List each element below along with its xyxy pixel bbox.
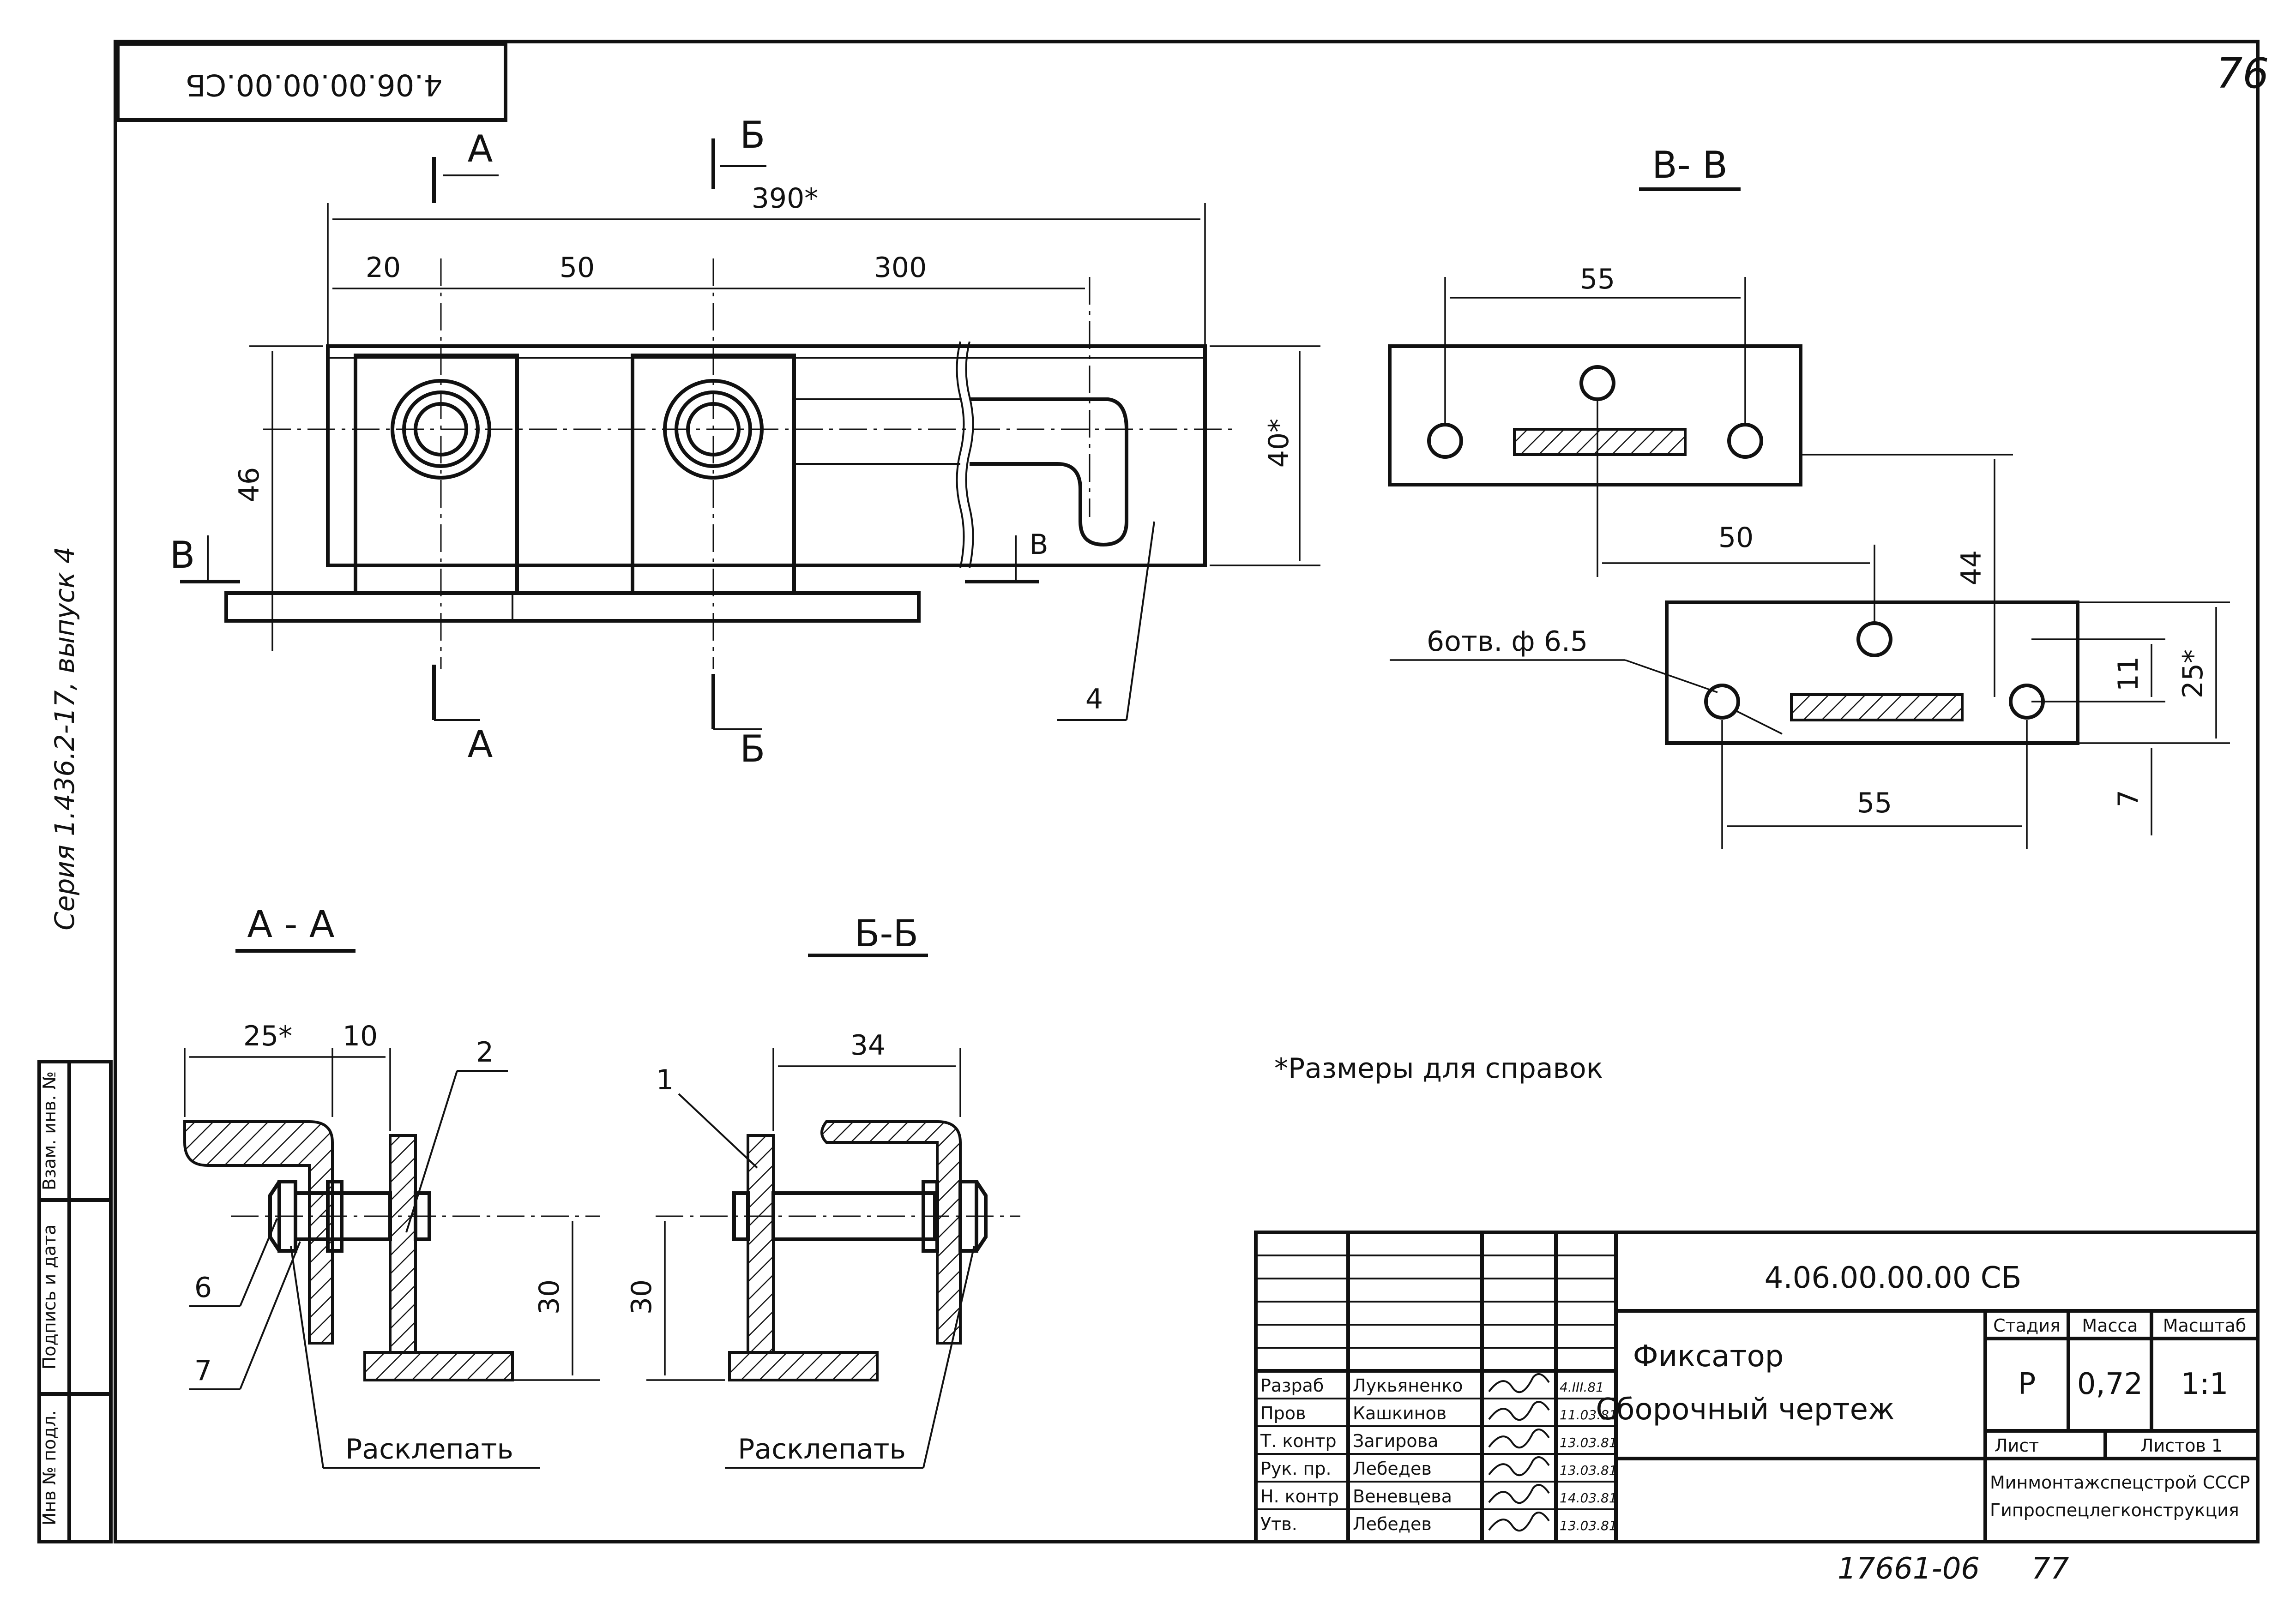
- stamp-label-sign: Подпись и дата: [39, 1225, 60, 1370]
- tb-row-4: Н. контр Веневцева 14.03.81: [1260, 1486, 1617, 1507]
- tb-person: Загирова: [1353, 1431, 1438, 1451]
- cut-marker-b-top: Б: [740, 114, 765, 156]
- tb-date: 13.03.81: [1560, 1435, 1617, 1450]
- cut-marker-a-bottom: А: [468, 723, 493, 766]
- aa-note-rivet: Расклепать: [345, 1433, 513, 1465]
- cut-marker-v-right: В: [1029, 528, 1048, 561]
- tb-date: 4.III.81: [1560, 1380, 1604, 1395]
- vv-dim-50: 50: [1718, 522, 1754, 554]
- bb-dim-34: 34: [850, 1029, 886, 1062]
- bottom-page-number: 77: [2031, 1552, 2069, 1586]
- tb-role: Т. контр: [1260, 1431, 1337, 1451]
- tb-person: Веневцева: [1353, 1486, 1452, 1507]
- side-stamp: Инв № подл. Подпись и дата Взам. инв. №: [37, 1060, 113, 1543]
- tb-stage: Р: [2018, 1367, 2036, 1401]
- tb-date: 11.03.81: [1560, 1407, 1617, 1423]
- dim-300: 300: [874, 252, 927, 284]
- rotated-code-box: 4.06.00.00.00.СБ: [116, 42, 507, 122]
- tb-role: Н. контр: [1260, 1486, 1339, 1507]
- tb-row-5: Утв. Лебедев 13.03.81: [1260, 1514, 1617, 1534]
- tb-date: 14.03.81: [1560, 1490, 1617, 1506]
- dim-total-length: 390*: [752, 182, 819, 215]
- bb-note-rivet: Расклепать: [738, 1433, 906, 1465]
- bb-leader-1: 1: [656, 1064, 674, 1096]
- tb-role: Разраб: [1260, 1375, 1324, 1396]
- signature-marks: [1488, 1373, 1550, 1532]
- section-aa-title: А - А: [247, 903, 334, 946]
- section-bb-title: Б-Б: [855, 912, 919, 955]
- tb-date: 13.03.81: [1560, 1463, 1617, 1478]
- sheet-number: 76: [2216, 49, 2269, 98]
- bottom-archive-code: 17661-06: [1838, 1552, 1980, 1586]
- stamp-label-replace: Взам. инв. №: [39, 1071, 60, 1190]
- tb-role: Рук. пр.: [1260, 1459, 1332, 1479]
- tb-mass: 0,72: [2077, 1367, 2143, 1401]
- tb-scale-label: Масштаб: [2163, 1315, 2247, 1336]
- section-vv: В- В 55 50 44 6отв. ф 6.5 11 7: [1388, 144, 2230, 849]
- tb-subtitle: Сборочный чертеж: [1596, 1393, 1894, 1427]
- tb-date: 13.03.81: [1560, 1518, 1617, 1533]
- reference-dims-note: *Размеры для справок: [1274, 1052, 1603, 1085]
- cut-marker-v-left: В: [170, 534, 195, 576]
- aa-leader-6: 6: [194, 1272, 212, 1304]
- tb-sheets-label: Листов 1: [2140, 1435, 2223, 1456]
- bb-dim-30: 30: [626, 1279, 658, 1315]
- tb-org-1: Минмонтажспецстрой СССР: [1990, 1472, 2250, 1493]
- vv-dim-55-bottom: 55: [1857, 787, 1892, 819]
- aa-dim-30: 30: [533, 1279, 566, 1315]
- section-aa: А - А 25* 10 30 2 6 7 Расклепа: [183, 903, 600, 1469]
- vv-dim-7: 7: [2112, 790, 2145, 807]
- leader-4: 4: [1085, 683, 1103, 715]
- title-block: 4.06.00.00.00 СБ Фиксатор Сборочный черт…: [1254, 1231, 2260, 1543]
- tb-person: Кашкинов: [1353, 1403, 1446, 1423]
- cut-marker-b-bottom: Б: [740, 727, 765, 770]
- tb-scale: 1:1: [2181, 1367, 2229, 1401]
- tb-row-2: Т. контр Загирова 13.03.81: [1260, 1431, 1617, 1451]
- cut-marker-a-top: А: [468, 127, 493, 170]
- aa-leader-7: 7: [194, 1355, 212, 1387]
- aa-dim-10: 10: [343, 1020, 378, 1052]
- dim-50: 50: [560, 252, 595, 284]
- vv-dim-55-top: 55: [1580, 263, 1615, 295]
- tb-sheet-label: Лист: [1995, 1435, 2039, 1456]
- tb-row-3: Рук. пр. Лебедев 13.03.81: [1260, 1459, 1617, 1479]
- tb-person: Лебедев: [1353, 1514, 1432, 1534]
- tb-name: Фиксатор: [1633, 1339, 1784, 1374]
- front-view: 390* 20 50 300 46 40* А А Б Б В В 4: [170, 114, 1320, 770]
- vv-dim-25: 25*: [2177, 649, 2209, 698]
- tb-role: Утв.: [1260, 1514, 1297, 1534]
- tb-role: Пров: [1260, 1403, 1306, 1423]
- tb-row-0: Разраб Лукьяненко 4.III.81: [1260, 1375, 1604, 1396]
- tb-row-1: Пров Кашкинов 11.03.81: [1260, 1403, 1617, 1423]
- rotated-doc-code: 4.06.00.00.00.СБ: [186, 67, 443, 102]
- tb-stage-label: Стадия: [1993, 1315, 2061, 1336]
- dim-20: 20: [366, 252, 401, 284]
- section-bb: Б-Б 34 30 1 Расклепать: [626, 912, 1020, 1469]
- tb-person: Лебедев: [1353, 1459, 1432, 1479]
- vv-dim-11: 11: [2112, 656, 2145, 691]
- series-note: Серия 1.436.2-17, выпуск 4: [49, 546, 80, 930]
- aa-dim-25: 25*: [243, 1020, 292, 1052]
- dim-46: 46: [233, 467, 265, 502]
- sheet-frame: [114, 40, 2260, 1543]
- section-vv-title: В- В: [1652, 144, 1728, 186]
- tb-person: Лукьяненко: [1353, 1375, 1463, 1396]
- tb-org-2: Гипроспецлегконструкция: [1990, 1500, 2239, 1520]
- dim-40: 40*: [1263, 419, 1295, 468]
- tb-code: 4.06.00.00.00 СБ: [1765, 1261, 2022, 1295]
- tb-mass-label: Масса: [2082, 1315, 2138, 1336]
- aa-leader-2: 2: [476, 1036, 494, 1069]
- stamp-label-inv: Инв № подл.: [39, 1410, 60, 1525]
- vv-dim-44: 44: [1955, 550, 1988, 585]
- vv-holes-note: 6отв. ф 6.5: [1427, 625, 1588, 658]
